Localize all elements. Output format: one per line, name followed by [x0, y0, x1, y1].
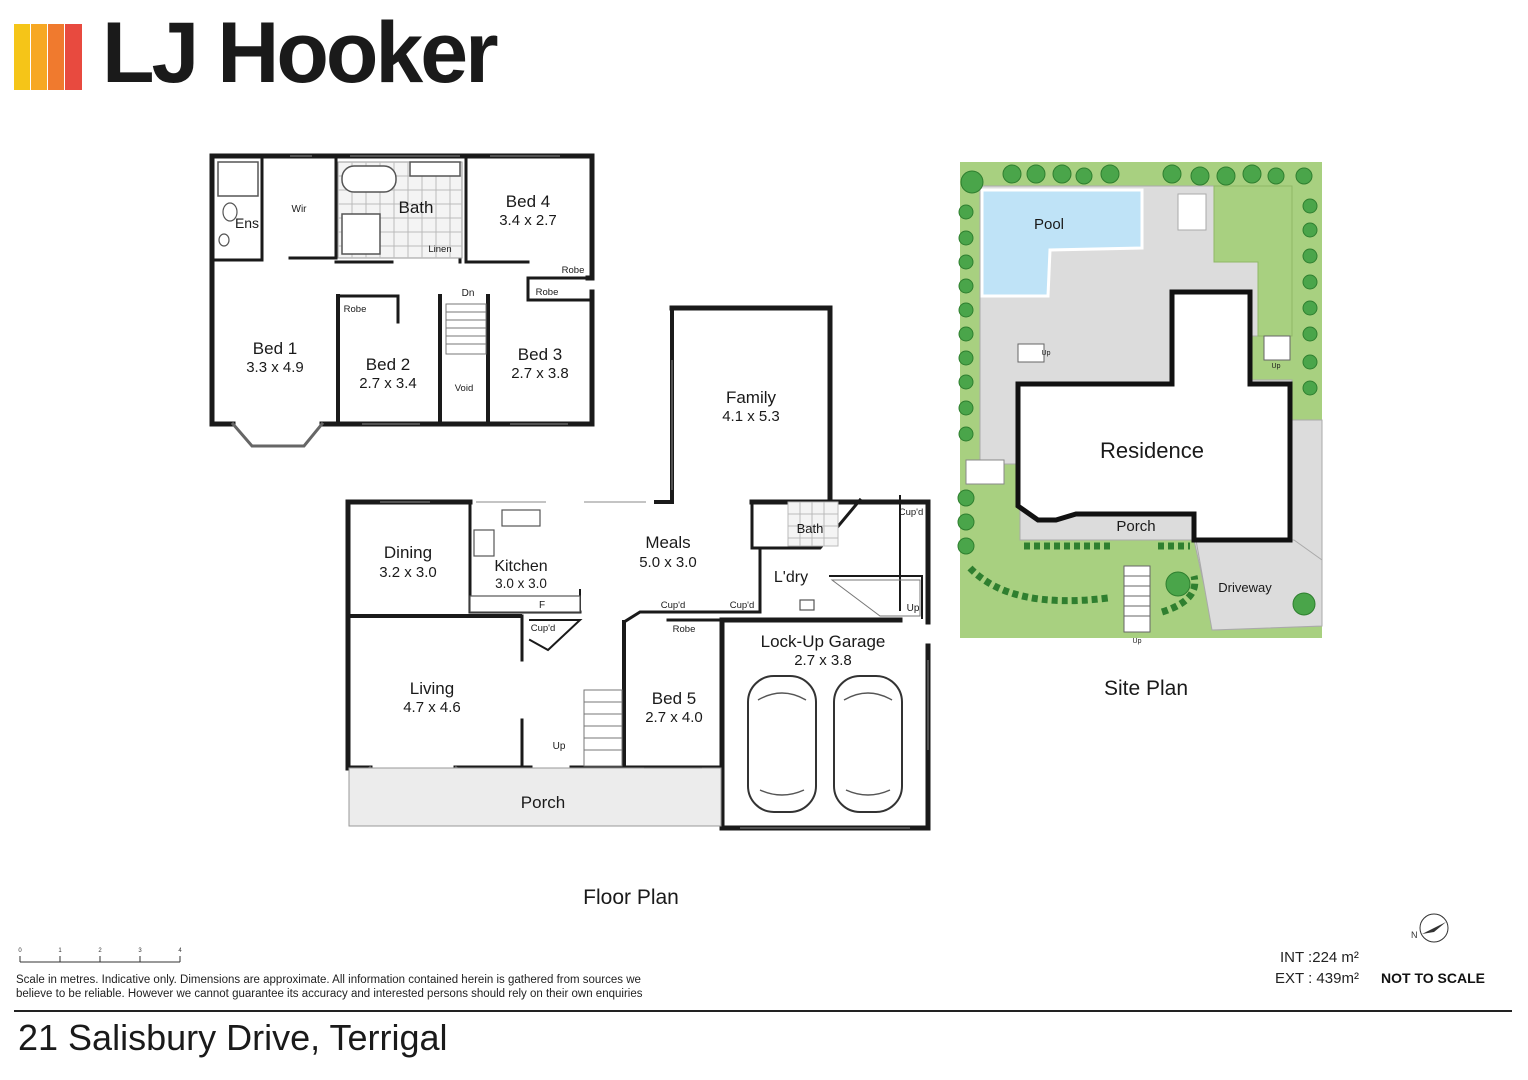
compass-icon: N [1411, 913, 1449, 943]
shower-icon [341, 213, 381, 255]
brand-logo [14, 24, 82, 90]
compass-north-label: N [1411, 930, 1418, 940]
pool-shape [980, 188, 1144, 298]
stair-label-dn: Dn [462, 288, 475, 299]
stairs-icon [583, 579, 921, 767]
stairs-icon [1263, 335, 1291, 361]
sink-icon [501, 509, 541, 527]
kitchen-bench [469, 595, 581, 613]
car-icon [833, 675, 903, 813]
disclaimer-text: Scale in metres. Indicative only. Dimens… [16, 974, 643, 1000]
scale-tick-label: 0 [18, 948, 22, 954]
brand-name: LJ Hooker [102, 5, 499, 101]
footer-divider [14, 1010, 1512, 1012]
stair-label-up: Up [907, 603, 920, 614]
room-label-wir: Wir [292, 204, 308, 215]
room-label-bed3: Bed 3 [518, 345, 562, 364]
floor-plan-caption: Floor Plan [583, 886, 679, 909]
room-label-cupboard: Cup'd [730, 600, 755, 611]
room-label-void: Void [455, 383, 474, 394]
tree-icon [957, 164, 1318, 616]
room-label-linen: Linen [428, 244, 451, 255]
scale-bar: 0 1 2 3 4 [18, 948, 182, 963]
scale-tick-label: 4 [178, 948, 182, 954]
room-label-bed4: Bed 4 [506, 192, 550, 211]
room-label-robe: Robe [344, 304, 367, 315]
room-label-porch: Porch [521, 793, 565, 812]
room-label-bed5: Bed 5 [652, 689, 696, 708]
scale-tick-label: 1 [58, 948, 62, 954]
room-label-cupboard: Cup'd [661, 600, 686, 611]
room-label-cupboard: Cup'd [531, 623, 556, 634]
room-dims-garage: 2.7 x 3.8 [794, 652, 852, 669]
room-label-robe: Robe [673, 624, 696, 635]
room-label-dining: Dining [384, 543, 432, 562]
room-label-bath: Bath [399, 198, 434, 217]
garden-bed-icon [965, 459, 1005, 485]
property-address: 21 Salisbury Drive, Terrigal [18, 1017, 448, 1058]
not-to-scale-note: NOT TO SCALE [1381, 970, 1485, 986]
stair-label-up: Up [1272, 363, 1281, 370]
room-dims-dining: 3.2 x 3.0 [379, 564, 437, 581]
room-dims-family: 4.1 x 5.3 [722, 408, 780, 425]
room-label-robe: Robe [536, 287, 559, 298]
internal-area-value: 224 m² [1312, 949, 1359, 966]
room-dims-living: 4.7 x 4.6 [403, 699, 461, 716]
internal-area-label: INT : [1280, 949, 1313, 966]
room-dims-bed4: 3.4 x 2.7 [499, 212, 557, 229]
room-label-cupboard: Cup'd [899, 507, 924, 518]
residence-outline [1015, 289, 1293, 543]
cooktop-icon [473, 529, 495, 557]
brand-color-bars-icon [14, 24, 82, 90]
site-label-porch: Porch [1116, 518, 1155, 535]
room-label-living: Living [410, 679, 454, 698]
room-label-robe: Robe [562, 265, 585, 276]
room-label-laundry: L'dry [774, 569, 808, 586]
stairs-icon [1017, 343, 1045, 363]
external-area-label: EXT : [1275, 970, 1313, 987]
stairs-icon [1123, 565, 1151, 633]
external-area-value: 439m² [1316, 970, 1359, 987]
room-dims-bed2: 2.7 x 3.4 [359, 375, 417, 392]
room-label-garage: Lock-Up Garage [761, 632, 886, 651]
site-label-residence: Residence [1100, 438, 1204, 463]
room-label-family: Family [726, 388, 777, 407]
room-label-bed2: Bed 2 [366, 355, 410, 374]
room-dims-meals: 5.0 x 3.0 [639, 554, 697, 571]
stairs-icon [445, 303, 487, 355]
room-label-lower-bath: Bath [797, 521, 824, 536]
car-icon [747, 675, 817, 813]
room-dims-kitchen: 3.0 x 3.0 [495, 576, 547, 591]
room-dims-bed1: 3.3 x 4.9 [246, 359, 304, 376]
bathtub-icon [341, 165, 397, 193]
stair-label-up: Up [1133, 638, 1142, 645]
stair-label-up: Up [553, 741, 566, 752]
external-area: EXT : 439m² [1275, 970, 1359, 987]
toilet-icon [222, 202, 238, 222]
site-label-pool: Pool [1034, 216, 1064, 233]
room-label-meals: Meals [645, 533, 690, 552]
room-label-bed1: Bed 1 [253, 339, 297, 358]
vanity-icon [409, 161, 461, 177]
scale-tick-label: 3 [138, 948, 142, 954]
room-dims-bed5: 2.7 x 4.0 [645, 709, 703, 726]
site-plan-caption: Site Plan [1104, 677, 1188, 700]
fridge-label: F [539, 600, 545, 611]
laundry-tub-icon [799, 599, 815, 611]
room-dims-bed3: 2.7 x 3.8 [511, 365, 569, 382]
ensuite-shower-icon [217, 161, 259, 197]
room-label-ens: Ens [235, 215, 259, 231]
site-label-driveway: Driveway [1218, 580, 1272, 595]
hedge [967, 542, 1199, 616]
spa-icon [1177, 193, 1207, 231]
stair-label-up: Up [1042, 350, 1051, 357]
internal-area: INT :224 m² [1280, 949, 1359, 966]
room-label-kitchen: Kitchen [494, 558, 547, 575]
scale-tick-label: 2 [98, 948, 102, 954]
basin-icon [218, 233, 230, 247]
